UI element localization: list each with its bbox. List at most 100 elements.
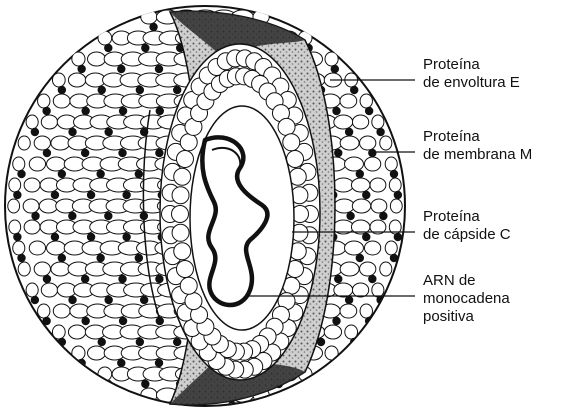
envelope-cell [53, 94, 70, 108]
envelope-dot [140, 296, 148, 304]
envelope-dot [58, 254, 66, 262]
envelope-cell [360, 262, 376, 276]
capsid-subunit [172, 224, 189, 241]
envelope-cell [68, 325, 85, 339]
envelope-dot [356, 254, 364, 262]
envelope-dot [334, 275, 342, 283]
envelope-dot [362, 233, 370, 241]
envelope-dot [43, 149, 51, 157]
envelope-cell [340, 304, 357, 318]
envelope-cell [385, 157, 397, 171]
envelope-cell [8, 199, 20, 213]
envelope-cell [24, 178, 40, 192]
envelope-dot [332, 317, 340, 325]
envelope-dot [119, 107, 127, 115]
envelope-cell [18, 262, 30, 276]
envelope-dot [345, 296, 353, 304]
envelope-cell [371, 199, 387, 213]
envelope-dot [118, 275, 126, 283]
envelope-cell [72, 52, 85, 66]
envelope-cell [52, 73, 65, 87]
envelope-dot [58, 86, 66, 94]
envelope-dot [81, 149, 89, 157]
envelope-dot [136, 86, 144, 94]
envelope-dot [149, 401, 157, 409]
capsid-subunit [180, 277, 197, 294]
envelope-dot [104, 128, 112, 136]
envelope-cell [333, 178, 353, 192]
envelope-dot [155, 149, 163, 157]
envelope-dot [304, 380, 312, 388]
envelope-cell [372, 283, 384, 297]
envelope-cell [88, 346, 106, 360]
label-capsid-protein: Proteína de cápside C [423, 208, 511, 244]
envelope-cell [40, 220, 58, 234]
envelope-cell [325, 52, 338, 66]
envelope-dot [332, 107, 340, 115]
envelope-cell [13, 241, 25, 255]
envelope-cell [24, 220, 40, 234]
capsid-subunit [174, 168, 191, 185]
envelope-dot [42, 107, 50, 115]
envelope-cell [9, 178, 21, 192]
envelope-dot [345, 128, 353, 136]
envelope-cell [340, 136, 359, 150]
capsid-subunit [176, 260, 193, 277]
envelope-cell [51, 262, 70, 276]
envelope-cell [141, 10, 157, 24]
envelope-cell [345, 241, 364, 255]
envelope-cell [9, 220, 21, 234]
envelope-dot [394, 233, 402, 241]
envelope-dot [141, 380, 149, 388]
envelope-dot [394, 191, 402, 199]
envelope-cell [68, 73, 85, 87]
envelope-cell [38, 304, 50, 318]
envelope-cell [340, 262, 359, 276]
envelope-dot [51, 233, 59, 241]
envelope-dot [390, 170, 398, 178]
envelope-cell [34, 136, 50, 150]
envelope-cell [29, 157, 45, 171]
envelope-dot [81, 107, 89, 115]
envelope-dot [117, 359, 125, 367]
envelope-dot [350, 86, 358, 94]
envelope-cell [340, 94, 357, 108]
label-envelope-protein: Proteína de envoltura E [423, 56, 520, 92]
envelope-dot [119, 317, 127, 325]
envelope-dot [17, 254, 25, 262]
capsid-subunit [172, 206, 189, 223]
envelope-cell [38, 94, 50, 108]
envelope-dot [58, 170, 66, 178]
label-membrane-protein: Proteína de membrana M [423, 128, 532, 164]
envelope-dot [155, 275, 163, 283]
envelope-dot [87, 191, 95, 199]
envelope-cell [385, 241, 397, 255]
envelope-dot [155, 359, 163, 367]
envelope-dot [156, 107, 164, 115]
envelope-dot [368, 275, 376, 283]
envelope-cell [334, 283, 353, 297]
envelope-cell [18, 136, 30, 150]
capsid-subunit [185, 293, 202, 310]
envelope-dot [87, 233, 95, 241]
label-rna: ARN de monocadena positiva [423, 272, 510, 326]
envelope-cell [360, 136, 376, 150]
envelope-cell [40, 178, 58, 192]
envelope-cell [380, 262, 392, 276]
envelope-dot [68, 296, 76, 304]
envelope-dot [155, 65, 163, 73]
envelope-dot [43, 275, 51, 283]
envelope-dot [96, 254, 104, 262]
envelope-dot [31, 128, 39, 136]
envelope-cell [351, 178, 369, 192]
envelope-dot [365, 107, 373, 115]
envelope-cell [352, 283, 368, 297]
envelope-cell [41, 283, 57, 297]
envelope-cell [352, 199, 370, 213]
envelope-dot [331, 65, 339, 73]
envelope-dot [68, 212, 76, 220]
envelope-dot [379, 212, 387, 220]
envelope-cell [26, 283, 38, 297]
envelope-cell [372, 115, 384, 129]
